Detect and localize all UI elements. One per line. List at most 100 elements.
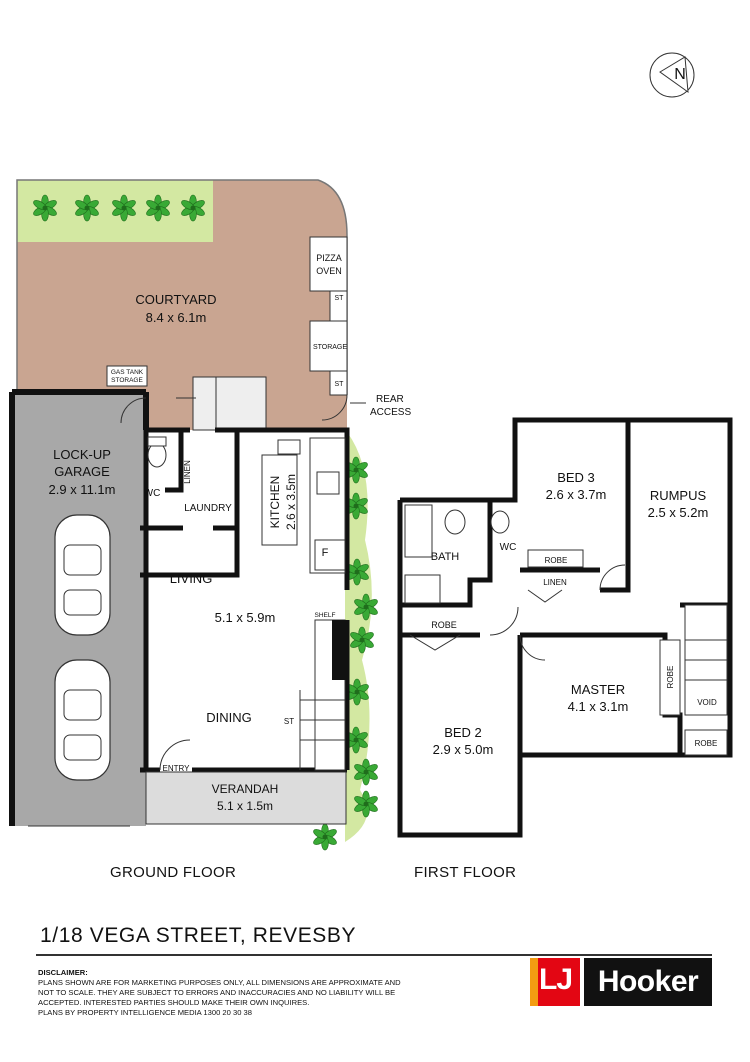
- verandah-size: 5.1 x 1.5m: [217, 799, 273, 813]
- garage-size: 2.9 x 11.1m: [49, 482, 116, 497]
- pizza-oven-label: PIZZA: [316, 253, 342, 263]
- bed3-robe-box: [527, 549, 584, 568]
- fridge-label: F: [322, 547, 329, 559]
- cooktop-icon: [316, 471, 340, 495]
- plant-icon: [344, 456, 368, 484]
- disclaimer-line: ACCEPTED. INTERESTED PARTIES SHOULD MAKE…: [38, 998, 310, 1007]
- courtyard-label: COURTYARD: [135, 292, 216, 307]
- st-label-2: ST: [335, 381, 345, 388]
- bed3-size: 2.6 x 3.7m: [546, 487, 607, 502]
- courtyard-steps: [192, 376, 267, 431]
- plant-icon: [354, 790, 378, 818]
- living-label: LIVING: [170, 571, 213, 586]
- pizza-oven-box: [309, 236, 348, 292]
- plant-icon: [354, 593, 378, 621]
- storage-label: STORAGE: [313, 344, 347, 351]
- property-address: 1/18 VEGA STREET, REVESBY: [40, 924, 357, 947]
- verandah-area: [145, 771, 347, 825]
- kitchen-size: 2.6 x 3.5m: [284, 474, 298, 530]
- plant-icon: [354, 758, 378, 786]
- logo-badge-text: LJ: [539, 963, 573, 996]
- courtyard-area: [17, 180, 347, 430]
- verandah-label: VERANDAH: [212, 782, 279, 796]
- st-box-1: [329, 290, 348, 322]
- logo-wordmark: Hooker: [584, 958, 712, 1006]
- st-box-2: [329, 370, 348, 396]
- shower-box: [404, 574, 441, 604]
- rumpus-label: RUMPUS: [650, 488, 707, 503]
- floor-plan-drawing: N: [9, 52, 733, 851]
- plant-icon: [112, 194, 136, 222]
- bed3-label: BED 3: [557, 470, 595, 485]
- landing-robe-box: [684, 729, 728, 756]
- bed2-size: 2.9 x 5.0m: [433, 742, 494, 757]
- st-label: ST: [335, 295, 345, 302]
- fridge-box: [314, 539, 346, 571]
- first-floor-labels: BATH WC BED 3 2.6 x 3.7m ROBE LINEN RUMP…: [431, 470, 718, 757]
- ground-floor-caption: GROUND FLOOR: [110, 864, 237, 881]
- garage-label-2: GARAGE: [54, 464, 110, 479]
- dining-label: DINING: [206, 710, 252, 725]
- disclaimer-line: PLANS BY PROPERTY INTELLIGENCE MEDIA 130…: [38, 1008, 252, 1017]
- rear-access-label: REAR: [376, 394, 404, 405]
- void-label: VOID: [697, 698, 717, 707]
- linen-door: [527, 589, 563, 603]
- plant-icon: [350, 626, 374, 654]
- entry-label: ENTRY: [163, 764, 191, 773]
- linen-label: LINEN: [183, 460, 192, 484]
- gas-tank-storage-box: [106, 365, 148, 387]
- storage-box: [309, 320, 348, 372]
- compass: N: [649, 52, 695, 98]
- plant-icon: [344, 492, 368, 520]
- rear-access-label-2: ACCESS: [370, 407, 411, 418]
- disclaimer-title: DISCLAIMER:: [38, 968, 88, 977]
- compass-north-label: N: [674, 66, 686, 83]
- plant-icon: [345, 678, 369, 706]
- rear-access-door: [321, 394, 348, 421]
- disclaimer: DISCLAIMER: PLANS SHOWN ARE FOR MARKETIN…: [38, 968, 418, 1018]
- master-label: MASTER: [571, 682, 625, 697]
- garage-label: LOCK-UP: [53, 447, 111, 462]
- lj-hooker-logo: LJ Hooker: [530, 958, 712, 1006]
- ground-floor-labels: COURTYARD 8.4 x 6.1m PIZZA OVEN ST STORA…: [49, 253, 412, 813]
- pizza-oven-label-2: OVEN: [316, 266, 342, 276]
- rumpus-size: 2.5 x 5.2m: [648, 505, 709, 520]
- laundry-label: LAUNDRY: [184, 503, 232, 514]
- bed2-robe-label: ROBE: [431, 620, 457, 630]
- toilet-icon: [147, 442, 167, 468]
- wc-label: WC: [144, 488, 161, 499]
- courtyard-boundary: [16, 179, 348, 395]
- plant-icon: [313, 823, 337, 851]
- stairs: [299, 690, 345, 770]
- ground-floor-walls: [140, 427, 350, 773]
- plant-icon: [181, 194, 205, 222]
- living-size: 5.1 x 5.9m: [215, 610, 276, 625]
- plant-icon: [33, 194, 57, 222]
- sink-icon: [277, 439, 301, 455]
- bed3-robe-label: ROBE: [545, 556, 568, 565]
- entry-door-swing: [159, 739, 191, 771]
- master-robe-box: [659, 639, 681, 716]
- gas-tank-label: GAS TANK: [111, 369, 144, 376]
- kitchen-label: KITCHEN: [268, 476, 282, 529]
- courtyard-size: 8.4 x 6.1m: [146, 310, 207, 325]
- car-icon: [54, 514, 111, 636]
- kitchen-island: [261, 454, 298, 546]
- toilet-icon: [444, 509, 466, 535]
- master-robe-label: ROBE: [666, 666, 675, 689]
- plant-icon: [75, 194, 99, 222]
- first-floor-caption: FIRST FLOOR: [414, 864, 517, 881]
- shelf-label: SHELF: [315, 612, 336, 619]
- disclaimer-line: PLANS SHOWN ARE FOR MARKETING PURPOSES O…: [38, 978, 401, 987]
- stair-wall: [332, 620, 346, 680]
- garage-door-swing: [120, 397, 147, 424]
- bath-vanity: [404, 504, 433, 558]
- logo-badge: LJ: [530, 958, 580, 1006]
- plant-group: [33, 194, 378, 851]
- disclaimer-line: NOT TO SCALE. THEY ARE SUBJECT TO ERRORS…: [38, 988, 396, 997]
- st-label-3: ST: [284, 717, 294, 726]
- landing-robe-label: ROBE: [695, 739, 718, 748]
- toilet-icon: [490, 510, 510, 534]
- first-wc-label: WC: [500, 542, 517, 553]
- car-icon: [54, 659, 111, 781]
